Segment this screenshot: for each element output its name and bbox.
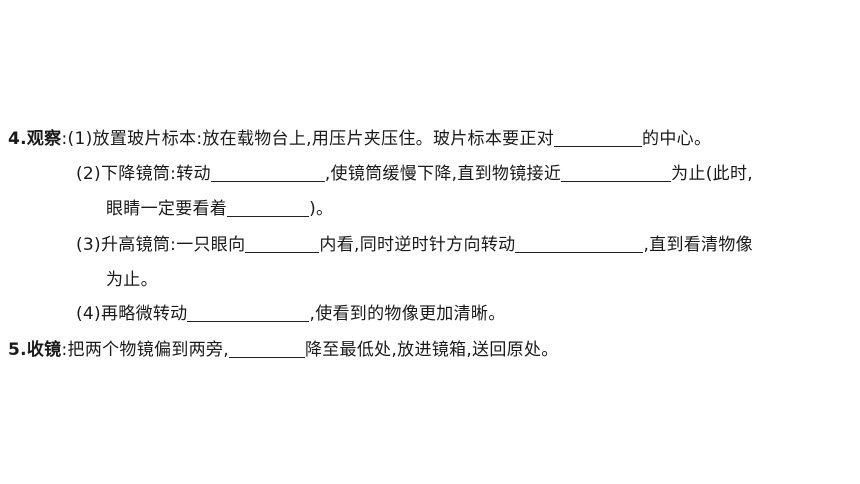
q4-p2-text-c: 为止(此时, xyxy=(671,164,753,184)
q4-p3-text-c: ,直到看清物像 xyxy=(643,235,753,255)
q4-p4-text-b: ,使看到的物像更加清晰。 xyxy=(309,304,506,324)
q4-part3-line-2: 为止。 xyxy=(106,268,158,292)
answer-blank-5[interactable] xyxy=(245,234,320,253)
q4-p3-text-a: 升高镜筒:一只眼向 xyxy=(100,235,246,255)
q4-p3-text-b: 内看,同时逆时针方向转动 xyxy=(319,235,516,255)
q4-p2-text-a: 下降镜筒:转动 xyxy=(100,164,211,184)
q4-p1-text-a: 放置玻片标本:放在载物台上,用压片夹压住。玻片标本要正对 xyxy=(92,129,555,149)
q4-p3-number: (3) xyxy=(76,235,101,255)
q5-line: 5.收镜:把两个物镜偏到两旁, 降至最低处,放进镜箱,送回原处。 xyxy=(8,338,559,362)
q4-p2-text-d: 眼睛一定要看着 xyxy=(106,199,228,219)
answer-blank-6[interactable] xyxy=(515,234,644,253)
answer-blank-4[interactable] xyxy=(227,198,310,217)
answer-blank-1[interactable] xyxy=(554,128,643,147)
q5-label: 5.收镜 xyxy=(8,340,62,360)
q4-part4-line: (4)再略微转动 ,使看到的物像更加清晰。 xyxy=(76,302,506,326)
q4-p2-text-e: )。 xyxy=(309,199,334,219)
q4-p1-text-b: 的中心。 xyxy=(642,129,712,149)
answer-blank-2[interactable] xyxy=(210,163,325,182)
q4-p4-text-a: 再略微转动 xyxy=(100,304,188,324)
q4-part1-line: 4.观察:(1)放置玻片标本:放在载物台上,用压片夹压住。玻片标本要正对 的中心。 xyxy=(8,127,711,151)
q4-p1-number: (1) xyxy=(67,129,93,149)
q5-text-a: 把两个物镜偏到两旁, xyxy=(67,340,229,360)
answer-blank-7[interactable] xyxy=(187,303,310,322)
q4-part2-line-1: (2)下降镜筒:转动 ,使镜筒缓慢下降,直到物镜接近 为止(此时, xyxy=(76,162,753,186)
answer-blank-8[interactable] xyxy=(228,339,305,358)
q4-part3-line-1: (3)升高镜筒:一只眼向 内看,同时逆时针方向转动 ,直到看清物像 xyxy=(76,233,753,257)
q4-separator: : xyxy=(61,129,68,149)
q5-text-b: 降至最低处,放进镜箱,送回原处。 xyxy=(304,340,559,360)
q4-part2-line-2: 眼睛一定要看着 )。 xyxy=(106,197,333,221)
q4-label: 4.观察 xyxy=(8,129,62,149)
q5-separator: : xyxy=(61,340,68,360)
q4-p2-number: (2) xyxy=(76,164,101,184)
q4-p2-text-b: ,使镜筒缓慢下降,直到物镜接近 xyxy=(324,164,562,184)
answer-blank-3[interactable] xyxy=(561,163,672,182)
q4-p3-text-d: 为止。 xyxy=(106,270,158,290)
q4-p4-number: (4) xyxy=(76,304,101,324)
